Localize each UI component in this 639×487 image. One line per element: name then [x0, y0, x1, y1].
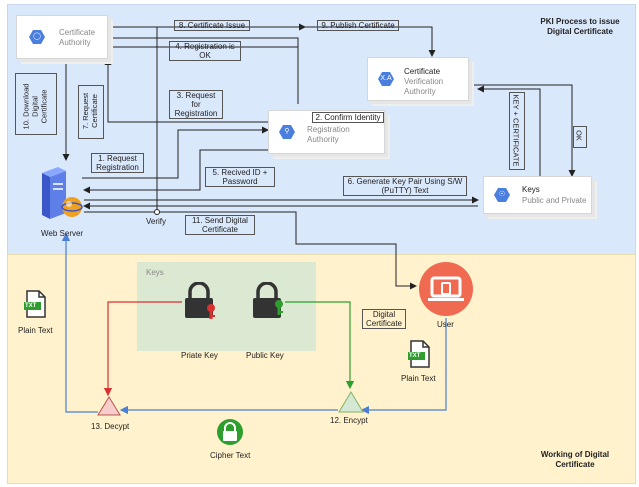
- server-icon: [42, 167, 83, 219]
- digital-certificate-label: Digital Certificate: [362, 309, 406, 329]
- web-server-label: Web Server: [41, 229, 84, 238]
- certificate-authority-title: Certificate: [59, 28, 96, 37]
- registration-authority-node[interactable]: ⚲ Registration Authority: [268, 110, 385, 154]
- decrypt-node[interactable]: [97, 396, 121, 416]
- step-10-label: 10. Download Digital Certificate: [21, 83, 49, 130]
- decrypt-triangle-icon: [97, 396, 121, 416]
- txt-badge-left: TXT: [25, 303, 37, 309]
- keys-panel: [137, 262, 316, 351]
- certificate-authority-icon: ◯: [29, 30, 45, 44]
- verify-label: Verify: [146, 217, 167, 226]
- certificate-authority-node[interactable]: ◯ Certificate Authority: [16, 15, 108, 59]
- step-2-label: 2. Confirm Identity: [312, 112, 384, 123]
- step-6-label: 6. Generate Key Pair Using S/W (PuTTY) T…: [343, 176, 467, 196]
- step-8-label: 8. Certificate Issue: [174, 20, 250, 31]
- encrypt-node[interactable]: [338, 391, 364, 413]
- txt-badge-right: TXT: [409, 353, 421, 359]
- cipher-lock-icon: [217, 419, 243, 445]
- step-9-label: 9. Publish Certificate: [317, 20, 399, 31]
- private-key-node[interactable]: [182, 281, 220, 320]
- plain-text-right-node: TXT: [408, 340, 432, 368]
- cva-node[interactable]: X.A Certificate Verification Authority: [367, 57, 469, 101]
- registration-authority-title: Registration: [307, 125, 350, 134]
- working-zone: [7, 254, 636, 484]
- step-3-label: 3. Request for Registration: [169, 90, 223, 119]
- ok-box: [573, 126, 587, 148]
- step-5-label: 5. Recived ID + Password: [205, 167, 275, 187]
- pki-title: PKI Process to issue Digital Certificate: [540, 17, 620, 36]
- private-key-lock-icon: [185, 281, 215, 319]
- encrypt-label: 12. Encypt: [330, 416, 368, 425]
- keys-subtitle: Public and Private: [522, 196, 587, 205]
- encrypt-triangle-icon: [338, 391, 364, 413]
- keys-panel-label: Keys: [146, 268, 164, 277]
- keys-node[interactable]: ☉ Keys Public and Private: [483, 176, 592, 214]
- private-key-label: Priate Key: [181, 351, 218, 360]
- txt-file-icon: [24, 290, 46, 318]
- cipher-text-label: Cipher Text: [210, 451, 251, 460]
- keys-title: Keys: [522, 185, 540, 194]
- registration-authority-subtitle: Authority: [307, 135, 339, 144]
- registration-authority-icon: ⚲: [279, 125, 295, 139]
- step-1-label: 1. Request Registration: [91, 153, 144, 173]
- working-title: Working of Digital Certificate: [540, 450, 610, 469]
- cva-title: Certificate: [404, 67, 441, 76]
- plain-text-left-label: Plain Text: [18, 326, 53, 335]
- public-key-lock-icon: [253, 281, 283, 318]
- cva-icon: X.A: [378, 72, 394, 86]
- step-11-label: 11. Send Digital Certificate: [185, 215, 255, 235]
- decrypt-label: 13. Decypt: [91, 422, 130, 431]
- cipher-text-node: [216, 418, 244, 446]
- txt-file-icon: [408, 340, 430, 368]
- user-devices-icon: [419, 262, 473, 316]
- user-label: User: [437, 320, 454, 329]
- step-7-box: [78, 85, 104, 139]
- step-10-box: [15, 73, 57, 135]
- ok-label: OK: [574, 130, 584, 141]
- cva-subtitle: Verification Authority: [404, 77, 444, 96]
- plain-text-right-label: Plain Text: [401, 374, 436, 383]
- keys-shield-icon: ☉: [494, 188, 510, 202]
- step-7-label: 7. Request Certificate: [81, 92, 99, 130]
- key-certificate-box: [509, 92, 525, 170]
- step-4-label: 4. Registration is OK: [169, 41, 241, 61]
- public-key-node[interactable]: [250, 281, 288, 320]
- plain-text-left-node: TXT: [24, 290, 48, 318]
- web-server-node[interactable]: [36, 165, 88, 225]
- public-key-label: Public Key: [246, 351, 284, 360]
- key-certificate-label: KEY + CERTIFICATE: [511, 94, 521, 167]
- certificate-authority-subtitle: Authority: [59, 38, 91, 47]
- user-node[interactable]: [418, 261, 474, 317]
